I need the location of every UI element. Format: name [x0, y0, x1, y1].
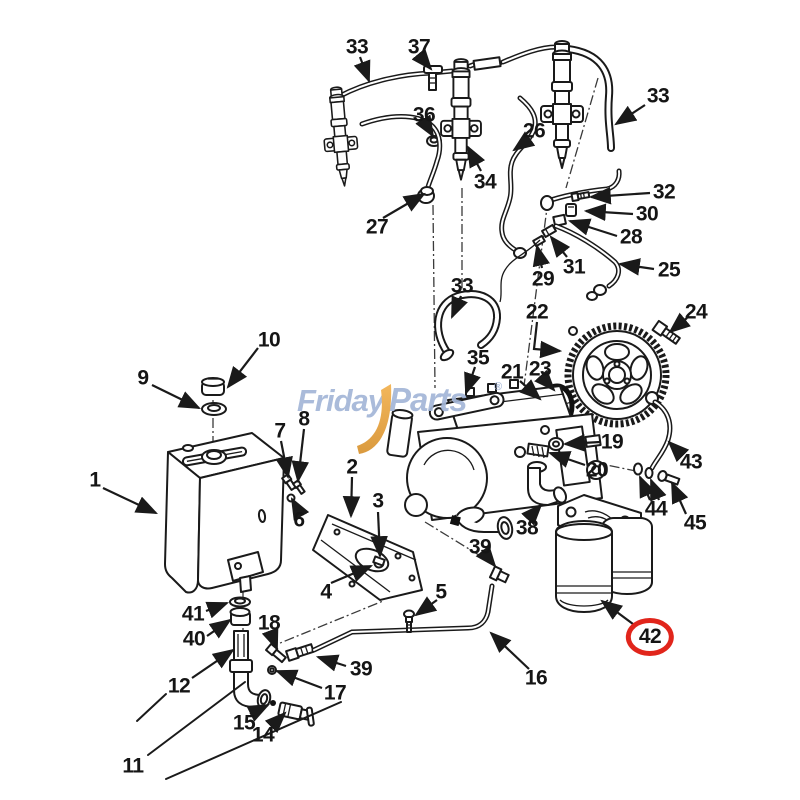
part-callout-38: 38 [515, 516, 539, 540]
part-callout-3: 3 [372, 489, 384, 513]
part-callout-33: 33 [450, 274, 474, 298]
part-callout-43: 43 [679, 450, 703, 474]
part-callout-18: 18 [257, 611, 281, 635]
part-callout-27: 27 [365, 215, 389, 239]
fitting-19-20 [526, 437, 564, 459]
part-callout-9: 9 [137, 366, 149, 390]
part-callout-33: 33 [345, 35, 369, 59]
part-callout-32: 32 [652, 180, 676, 204]
part-callout-20: 20 [585, 458, 609, 482]
part-callout-42: 42 [625, 618, 675, 656]
part-callout-40: 40 [182, 627, 206, 651]
fuel-tank [164, 377, 285, 709]
part-callout-6: 6 [293, 508, 305, 532]
part-callout-37: 37 [407, 35, 431, 59]
part-callout-12: 12 [167, 674, 191, 698]
part-callout-11: 11 [122, 754, 144, 778]
part-callout-22: 22 [525, 300, 549, 324]
part-callout-14: 14 [251, 723, 275, 747]
tee-fitting-37 [423, 65, 443, 91]
part-callout-44: 44 [644, 497, 668, 521]
part-callout-28: 28 [619, 225, 643, 249]
part-callout-2: 2 [346, 455, 358, 479]
bolt-5 [403, 609, 415, 633]
part-callout-25: 25 [657, 258, 681, 282]
part-callout-17: 17 [323, 681, 347, 705]
part-callout-29: 29 [531, 267, 555, 291]
part-callout-10: 10 [257, 328, 281, 352]
fuel-line-26 [499, 95, 538, 259]
part-callout-39: 39 [349, 657, 373, 681]
part-callout-24: 24 [684, 300, 708, 324]
elbow-38 [527, 461, 568, 506]
part-callout-34: 34 [473, 170, 497, 194]
part-callout-35: 35 [466, 346, 490, 370]
part-callout-1: 1 [89, 468, 101, 492]
part-callout-5: 5 [435, 580, 447, 604]
fuel-filter-assembly [555, 494, 653, 613]
part-callout-41: 41 [181, 602, 205, 626]
part-callout-33: 33 [646, 84, 670, 108]
group-brackets [136, 681, 342, 780]
part-callout-31: 31 [562, 255, 586, 279]
part-callout-7: 7 [274, 419, 286, 443]
part-callout-45: 45 [683, 511, 707, 535]
hose-33-middle [434, 290, 501, 362]
part-callout-8: 8 [298, 407, 310, 431]
filler-cap [201, 377, 227, 416]
drive-gear [564, 322, 670, 428]
part-callout-19: 19 [600, 430, 624, 454]
part-callout-39: 39 [468, 535, 492, 559]
part-callout-4: 4 [320, 580, 332, 604]
part-callout-15: 15 [232, 711, 256, 735]
part-callout-30: 30 [635, 202, 659, 226]
part-callout-26: 26 [522, 119, 546, 143]
part-callout-36: 36 [412, 103, 436, 127]
part-callout-23: 23 [528, 357, 552, 381]
fuel-return-line [337, 44, 615, 152]
leader-lines [102, 48, 691, 734]
part-callout-16: 16 [524, 666, 548, 690]
part-callout-21: 21 [500, 360, 524, 384]
